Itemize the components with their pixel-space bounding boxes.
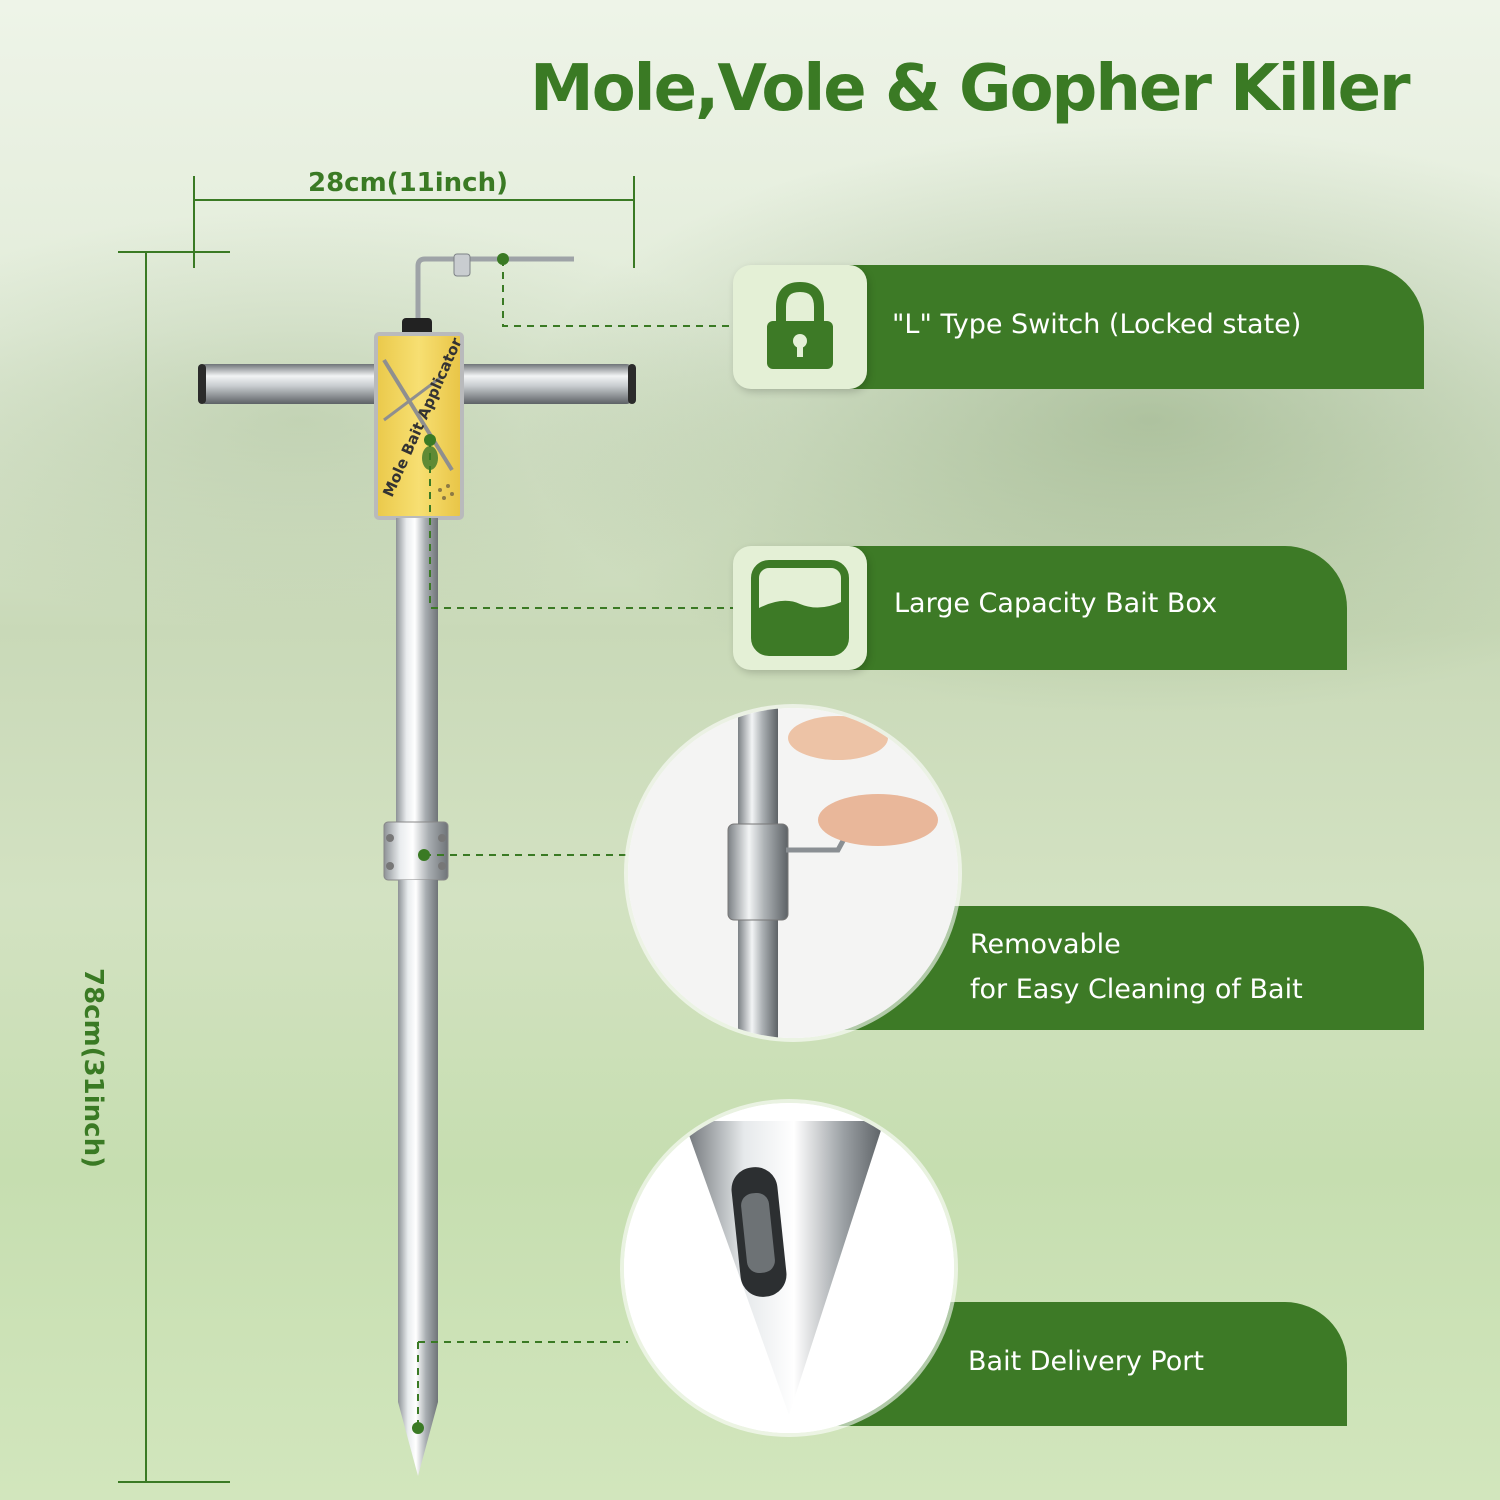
width-dimension-label: 28cm(11inch) [308, 168, 508, 198]
feature-label-delivery-port: Bait Delivery Port [968, 1346, 1204, 1377]
feature-banner-l-switch [792, 265, 1424, 389]
feature-icon-box-bait-box [733, 546, 867, 670]
feature-label-removable-line2: for Easy Cleaning of Bait [970, 974, 1303, 1005]
upper-shaft [396, 518, 438, 824]
bait-box-icon [751, 560, 849, 656]
feature-banner-bait-box [792, 546, 1347, 670]
bait-box [374, 332, 464, 520]
feature-icon-box-l-switch [733, 265, 867, 389]
spike-tip-photo [624, 1103, 954, 1433]
feature-label-l-switch: "L" Type Switch (Locked state) [892, 309, 1302, 340]
leader-lines [417, 259, 735, 1428]
l-switch-rod [402, 253, 574, 336]
leader-dots [412, 253, 509, 1434]
connector-sleeve [383, 821, 449, 881]
feature-label-removable-line1: Removable [970, 929, 1121, 960]
tube-connector-photo [628, 708, 958, 1038]
padlock-icon [767, 281, 833, 369]
width-dimension-line [193, 176, 635, 268]
height-dimension-line [118, 251, 230, 1483]
page-title: Mole,Vole & Gopher Killer [530, 52, 1411, 126]
lower-shaft [398, 880, 438, 1402]
feature-label-bait-box: Large Capacity Bait Box [894, 588, 1218, 619]
spike-tip [398, 1402, 438, 1476]
